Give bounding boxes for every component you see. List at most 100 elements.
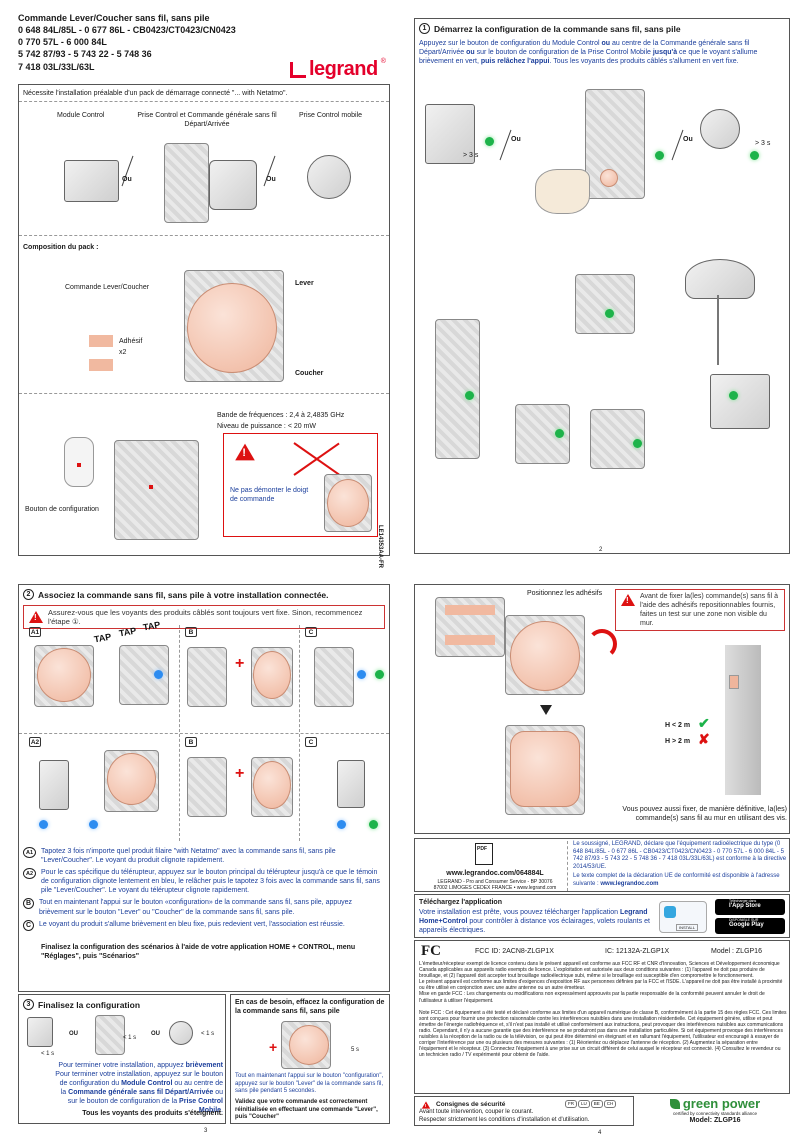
header-line: 7 418 03L/33L/63L bbox=[18, 61, 95, 72]
led-green-icon bbox=[555, 429, 564, 438]
fcc-legal-text: L'émetteur/récepteur exempt de licence c… bbox=[419, 961, 787, 1059]
c-telerupteur-image bbox=[337, 760, 365, 808]
reset-title: En cas de besoin, effacez la configurati… bbox=[235, 999, 385, 1016]
led-green-icon bbox=[605, 309, 614, 318]
step2-panel: 2 Associez la commande sans fil, sans pi… bbox=[18, 584, 390, 992]
commande-generale-center-image bbox=[600, 169, 618, 187]
led-blue-icon bbox=[154, 670, 163, 679]
warning-text: Ne pas démonter le doigt de commande bbox=[230, 487, 309, 504]
app-title: Téléchargez l'application bbox=[419, 899, 502, 906]
ceiling-module-image bbox=[685, 259, 755, 299]
legrandoc-url[interactable]: www.legrandoc.com/064884L bbox=[446, 870, 544, 877]
coucher-label: Coucher bbox=[295, 370, 324, 377]
country-badge: BE bbox=[590, 1100, 603, 1108]
model-id: Model : ZLGP16 bbox=[711, 948, 762, 955]
led-green-icon bbox=[465, 391, 474, 400]
adhesif-count: x2 bbox=[119, 349, 127, 356]
step-badge: A2 bbox=[23, 868, 36, 880]
tap-label: TAP bbox=[93, 631, 113, 645]
country-badge: LU bbox=[578, 1100, 590, 1108]
ou-label: OU bbox=[151, 1031, 160, 1037]
press-duration: < 1 s bbox=[123, 1035, 137, 1041]
step-text: Le voyant du produit s'allume brièvement… bbox=[39, 920, 345, 928]
google-play-badge[interactable]: DISPONIBLE SUR Google Play bbox=[715, 918, 785, 934]
tap-label: TAP bbox=[118, 625, 138, 639]
warning-icon bbox=[621, 594, 635, 606]
doc-code: LE14353AA-FR bbox=[377, 525, 383, 569]
plus-icon: + bbox=[235, 765, 245, 782]
tap-label: TAP bbox=[142, 619, 162, 633]
warning-icon bbox=[421, 1101, 431, 1109]
step3-body: Pour terminer votre installation, appuye… bbox=[55, 1062, 223, 1115]
config-zoom-image bbox=[64, 437, 94, 487]
module-control-image bbox=[425, 104, 475, 164]
green-power-logo: green power certified by connectivity st… bbox=[640, 1096, 790, 1126]
reset-panel: En cas de besoin, effacez la configurati… bbox=[230, 994, 390, 1124]
app-icon bbox=[664, 906, 676, 918]
plus-icon: + bbox=[235, 655, 245, 672]
led-green-icon bbox=[729, 391, 738, 400]
b-plate-image bbox=[187, 757, 227, 817]
hold-duration: 5 s bbox=[351, 1047, 360, 1053]
hand-press-image bbox=[535, 169, 590, 214]
power-level: Niveau de puissance : < 20 mW bbox=[217, 423, 317, 430]
led-green-icon bbox=[633, 439, 642, 448]
install-button[interactable]: INSTALL bbox=[676, 924, 698, 931]
step-text: Tapotez 3 fois n'importe quel produit fi… bbox=[41, 848, 336, 865]
app-store-badge[interactable]: Télécharger dans l'App Store bbox=[715, 899, 785, 915]
down-arrow-icon bbox=[540, 705, 552, 715]
a2-telerupteur-image bbox=[39, 760, 69, 810]
step-number-badge: 1 bbox=[419, 23, 430, 34]
step-badge: A1 bbox=[23, 847, 36, 858]
col-prise-control: Prise Control et Commande générale sans … bbox=[137, 112, 277, 129]
lever-coucher-rocker-image bbox=[187, 283, 277, 373]
fcc-id: FCC ID: 2ACN8-ZLGP1X bbox=[475, 948, 554, 955]
address-line: LEGRAND - Pro and Consumer Service - BP … bbox=[437, 879, 553, 885]
plus-icon: + bbox=[269, 1039, 278, 1055]
page-number: 3 bbox=[204, 1128, 208, 1134]
mounting-panel: Positionnez les adhésifs Avant de fixer … bbox=[414, 584, 790, 834]
module-control-image bbox=[64, 160, 119, 202]
prise-control-module-image bbox=[209, 160, 257, 210]
led-green-icon bbox=[655, 151, 664, 160]
pdf-icon: PDF bbox=[475, 843, 493, 865]
prereq-text: Nécessite l'installation préalable d'un … bbox=[23, 90, 288, 97]
badge-c: C bbox=[305, 737, 317, 747]
page-number: 4 bbox=[598, 1130, 602, 1136]
prise-control-plate-image bbox=[164, 143, 209, 223]
din-module-image bbox=[710, 374, 770, 429]
led-blue-icon bbox=[357, 670, 366, 679]
legrandoc-link[interactable]: www.legrandoc.com bbox=[600, 880, 659, 887]
led-green-icon bbox=[369, 820, 378, 829]
step3-title: Finalisez la configuration bbox=[38, 999, 141, 1010]
height-below-label: H < 2 m bbox=[665, 722, 691, 729]
badge-a1: A1 bbox=[29, 627, 41, 637]
fcc-panel: FC FCC ID: 2ACN8-ZLGP1X IC: 12132A-ZLGP1… bbox=[414, 940, 790, 1094]
ou-label: Ou bbox=[511, 136, 521, 143]
gp-model: Model: ZLGP16 bbox=[689, 1116, 741, 1124]
adhesive-strip-image bbox=[89, 359, 113, 371]
wall-image bbox=[725, 645, 761, 795]
screw-note: Vous pouvez aussi fixer, de manière défi… bbox=[622, 806, 787, 823]
adhesive-strip-image bbox=[89, 335, 113, 347]
header-line: 0 770 57L - 6 000 84L bbox=[18, 37, 107, 48]
lever-label: Lever bbox=[295, 280, 314, 287]
press-duration: < 1 s bbox=[201, 1031, 215, 1037]
config-button-marker bbox=[149, 485, 153, 489]
step3-panel: 3 Finalisez la configuration < 1 s OU < … bbox=[18, 994, 226, 1124]
legrand-logo: legrand ® bbox=[290, 58, 386, 81]
address-line: 87002 LIMOGES CEDEX FRANCE • www.legrand… bbox=[433, 885, 557, 891]
ou-label: OU bbox=[69, 1031, 78, 1037]
step-text: Tout en maintenant l'appui sur le bouton… bbox=[39, 899, 353, 916]
gp-subtitle: certified by connectivity standards alli… bbox=[672, 1111, 758, 1116]
rotate-arrow-icon bbox=[587, 629, 617, 659]
prise-mobile-image bbox=[169, 1021, 193, 1045]
reset-validate: Validez que votre commande est correctem… bbox=[235, 1099, 378, 1120]
step-number-badge: 3 bbox=[23, 999, 34, 1010]
prise-mobile-image bbox=[307, 155, 351, 199]
badge-c: C bbox=[305, 627, 317, 637]
ic-id: IC: 12132A-ZLGP1X bbox=[605, 948, 670, 955]
warning-box: Ne pas démonter le doigt de commande bbox=[223, 433, 378, 537]
cross-icon: ✘ bbox=[698, 731, 710, 747]
page-number: 2 bbox=[599, 547, 603, 553]
